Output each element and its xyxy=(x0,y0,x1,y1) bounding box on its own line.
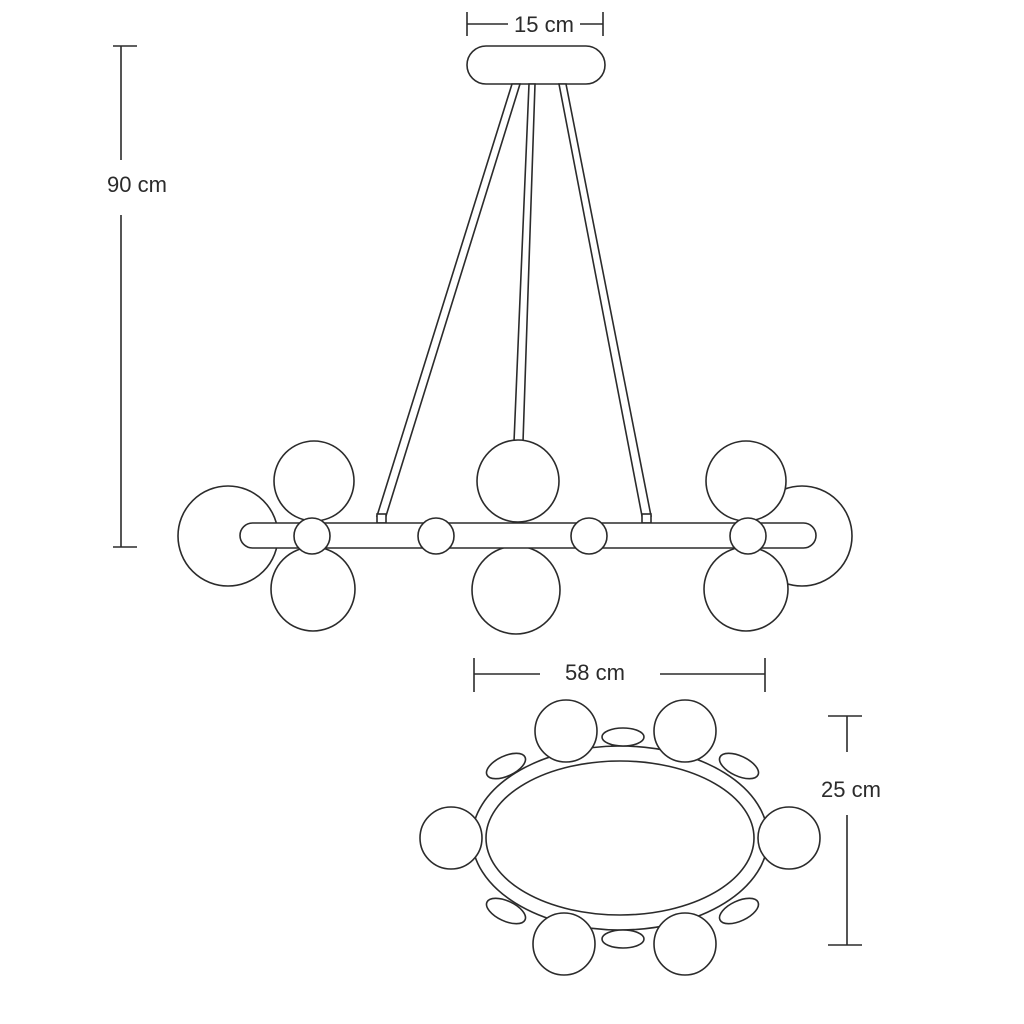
plan-globe-top-right xyxy=(653,699,717,763)
plan-inner-ring xyxy=(485,760,755,916)
rod-joint-left xyxy=(376,513,387,524)
rod-joint-right xyxy=(641,513,652,524)
fixture-width-label: 58 cm xyxy=(565,660,625,685)
globe-right-lower xyxy=(703,546,789,632)
plan-small-globe-bottom-left xyxy=(485,897,527,925)
total-height-label: 90 cm xyxy=(107,172,167,197)
canopy-width-label: 15 cm xyxy=(514,12,574,37)
plan-small-globe-bottom xyxy=(601,929,645,949)
bar-small-globes xyxy=(293,517,767,555)
plan-small-globe-top-left xyxy=(485,752,527,780)
small-globe-1 xyxy=(293,517,331,555)
front-elevation-view xyxy=(177,45,853,635)
globe-left-upper xyxy=(273,440,355,522)
plan-small-globes xyxy=(485,727,760,949)
globes-behind-bar xyxy=(177,439,853,635)
canopy-width-dimension: 15 cm xyxy=(466,12,604,37)
plan-globe-top-left xyxy=(534,699,598,763)
suspension-rods xyxy=(375,83,652,524)
plan-globe-left xyxy=(419,806,483,870)
suspension-rod-center xyxy=(513,83,536,443)
small-globe-3 xyxy=(570,517,608,555)
total-height-dimension: 90 cm xyxy=(107,45,167,548)
ceiling-canopy xyxy=(466,45,606,85)
globe-left-lower xyxy=(270,546,356,632)
top-plan-view xyxy=(419,699,821,976)
plan-small-globe-top-right xyxy=(718,752,760,780)
plan-small-globe-bottom-right xyxy=(718,897,760,925)
globe-right-upper xyxy=(705,440,787,522)
small-globe-4 xyxy=(729,517,767,555)
suspension-rod-right xyxy=(558,83,652,517)
globe-center-lower xyxy=(471,545,561,635)
fixture-width-dimension: 58 cm xyxy=(473,658,766,692)
plan-globe-bottom-right xyxy=(653,912,717,976)
globe-center-upper xyxy=(476,439,560,523)
plan-globe-bottom-left xyxy=(532,912,596,976)
fixture-depth-label: 25 cm xyxy=(821,777,881,802)
fixture-depth-dimension: 25 cm xyxy=(821,715,881,946)
small-globe-2 xyxy=(417,517,455,555)
plan-large-globes xyxy=(419,699,821,976)
plan-globe-right xyxy=(757,806,821,870)
plan-small-globe-top xyxy=(601,727,645,747)
horizontal-bar xyxy=(239,522,817,549)
